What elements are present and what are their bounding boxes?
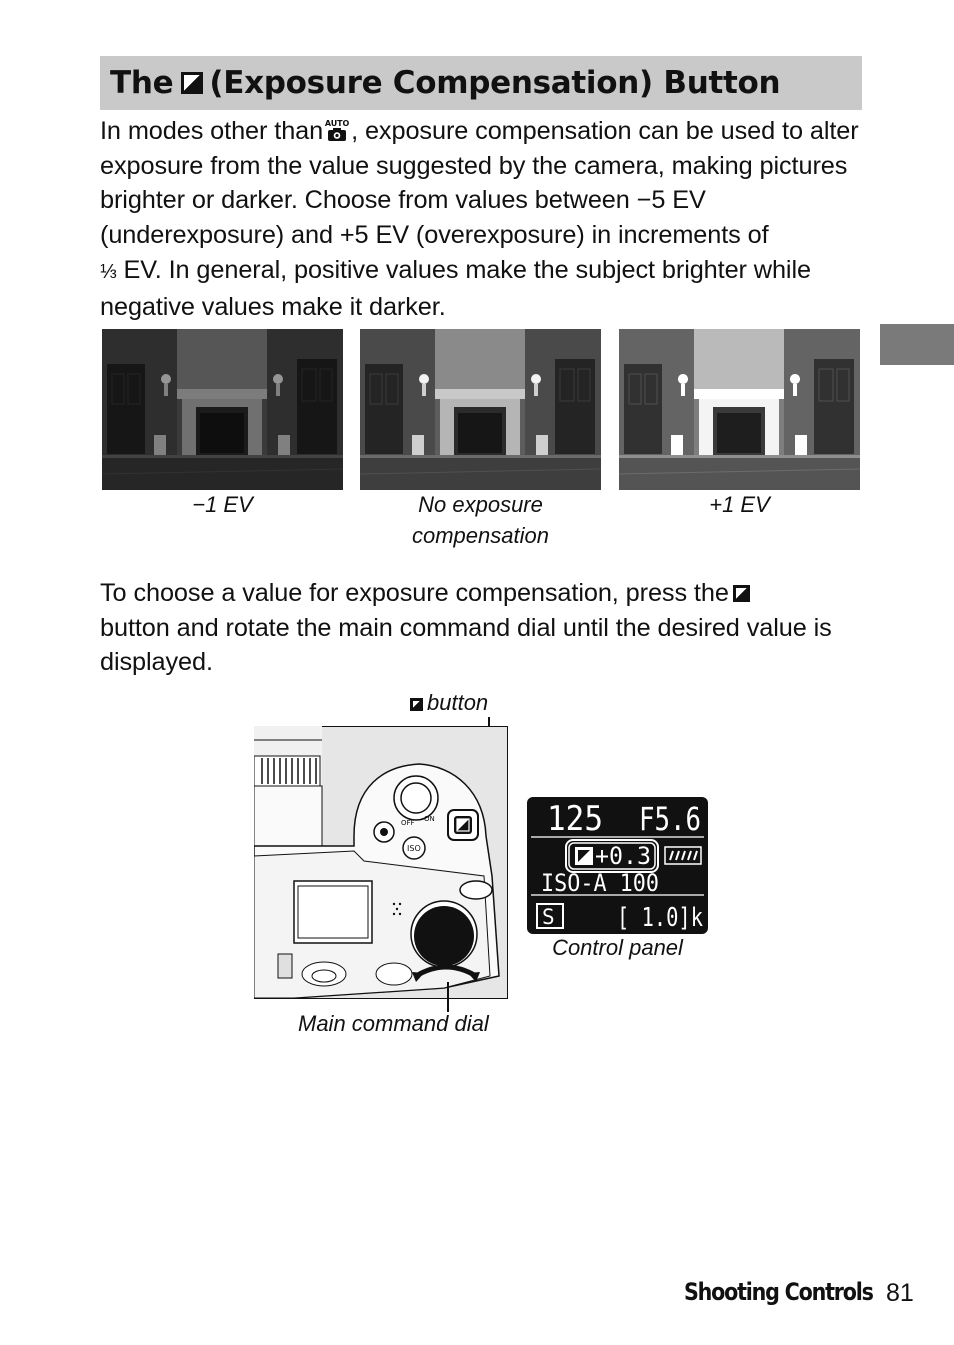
instruction-text-1: To choose a value for exposure compensat… [100, 579, 729, 607]
intro-text-1: In modes other than [100, 117, 324, 145]
intro-text-2: , exposure compensation can be used to a… [100, 117, 859, 250]
main-command-dial-callout: Main command dial [298, 1011, 489, 1036]
example-photo-plus-1ev [619, 329, 860, 490]
svg-text:AUTO: AUTO [325, 119, 349, 128]
caption-no-compensation: No exposure compensation [412, 492, 549, 548]
auto-mode-icon: AUTO [325, 119, 349, 141]
footer-section-title: Shooting Controls [684, 1278, 874, 1306]
intro-text-3: EV. In general, positive values make the… [100, 255, 811, 321]
iso-button-label: ISO [407, 844, 421, 853]
control-panel-display: 125 F5.6 +0.3 ISO-A 100 S [ 1.0]k [527, 797, 708, 934]
example-photo-minus-1ev [102, 329, 343, 490]
heading-prefix: The [110, 65, 174, 101]
example-photo-no-compensation [360, 329, 601, 490]
button-callout: button [410, 689, 488, 717]
dial-leader-line [447, 982, 449, 1012]
instruction-text-2: button and rotate the main command dial … [100, 613, 832, 677]
off-label: OFF [401, 819, 415, 827]
page-title: The (Exposure Compensation) Button [100, 56, 862, 110]
exposure-compensation-icon [181, 72, 204, 94]
iso-sensitivity: ISO-A 100 [541, 869, 659, 897]
page-number: 81 [886, 1279, 914, 1307]
exposure-compensation-icon [732, 585, 750, 602]
chapter-tab-marker [880, 324, 954, 365]
aperture: F5.6 [639, 800, 701, 838]
intro-paragraph: In modes other than AUTO , exposure comp… [100, 114, 870, 324]
instruction-paragraph: To choose a value for exposure compensat… [100, 576, 870, 680]
exposure-compensation-value: +0.3 [595, 842, 651, 870]
shots-remaining: [ 1.0]k [617, 903, 703, 933]
on-label: ON [424, 815, 435, 823]
button-callout-label: button [427, 690, 489, 715]
control-panel-callout: Control panel [552, 935, 683, 960]
intro-fraction: ⅓ [100, 260, 117, 283]
caption-minus-1ev: −1 EV [192, 492, 253, 517]
shooting-mode: S [542, 905, 555, 929]
shutter-speed: 125 [547, 799, 603, 839]
camera-top-view: OFF ON ISO [253, 726, 508, 999]
caption-plus-1ev: +1 EV [709, 492, 770, 517]
exposure-compensation-icon [410, 698, 423, 711]
heading-suffix: (Exposure Compensation) Button [209, 65, 781, 101]
